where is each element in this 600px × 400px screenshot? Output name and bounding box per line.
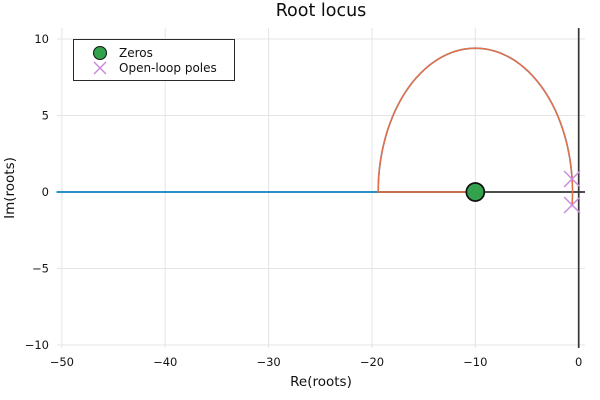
- x-tick-label: −50: [50, 355, 74, 369]
- x-tick-label: −30: [256, 355, 280, 369]
- y-tick-label: 0: [42, 185, 49, 199]
- y-tick-label: 5: [42, 108, 49, 122]
- xcross-icon: [93, 60, 107, 75]
- zeros-marker-icon: [93, 45, 107, 60]
- circle-marker-icon: [93, 45, 107, 60]
- y-tick-label: 10: [34, 32, 49, 46]
- y-tick-label: −5: [32, 261, 49, 275]
- poles-marker-icon: [93, 60, 107, 75]
- x-tick-label: 0: [575, 355, 582, 369]
- x-tick-label: −10: [463, 355, 487, 369]
- pole-marker-icon: [563, 196, 581, 214]
- pole-marker-icon: [563, 170, 581, 188]
- x-tick-label: −40: [153, 355, 177, 369]
- legend-item-zeros: Zeros: [74, 45, 234, 60]
- locus-branch-lower: [377, 47, 574, 206]
- legend-item-open-loop-poles: Open-loop poles: [74, 60, 234, 75]
- legend-label: Open-loop poles: [119, 60, 217, 75]
- legend-label: Zeros: [119, 45, 153, 60]
- y-axis-label: Im(roots): [2, 157, 18, 219]
- x-axis-label: Re(roots): [290, 374, 352, 390]
- x-tick-label: −20: [360, 355, 384, 369]
- chart-title: Root locus: [275, 1, 367, 21]
- zero-marker-icon: [465, 182, 486, 202]
- y-tick-label: −10: [25, 338, 49, 352]
